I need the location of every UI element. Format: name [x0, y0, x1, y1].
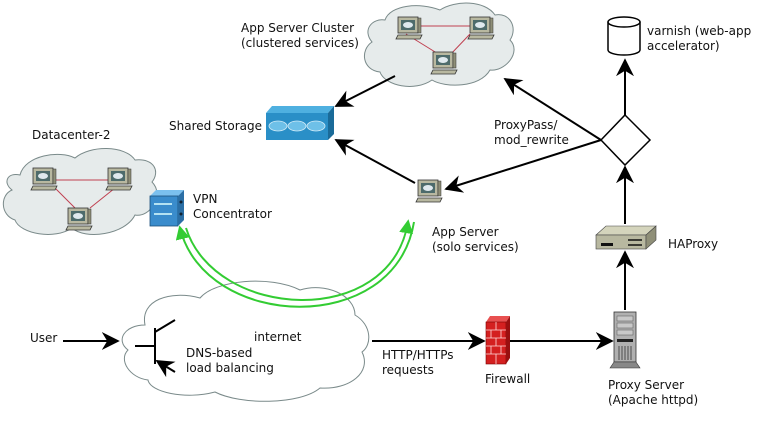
- firewall-icon: [485, 316, 510, 365]
- shared-storage-icon: [266, 106, 334, 140]
- app-server-label: App Server(solo services): [432, 225, 519, 254]
- cluster-pc-icon: [430, 51, 458, 75]
- proxypass-diamond: [599, 113, 652, 167]
- datacenter2-label: Datacenter-2: [32, 128, 111, 142]
- datacenter-pc-icon: [105, 167, 133, 191]
- proxy-server-label: Proxy Server(Apache httpd): [608, 378, 699, 407]
- cluster-cloud: [364, 2, 515, 87]
- proxypass-label: ProxyPass/mod_rewrite: [494, 118, 569, 147]
- cluster-pc-icon: [467, 16, 495, 40]
- haproxy-device-icon: [595, 225, 657, 250]
- connections: [63, 58, 634, 350]
- app-server-cluster-label: App Server Cluster(clustered services): [241, 21, 359, 50]
- internet-label: internet: [254, 330, 302, 344]
- app-server-icon: [415, 179, 443, 203]
- vpn-concentrator-icon: [149, 190, 184, 227]
- datacenter-pc-icon: [30, 167, 58, 191]
- cluster-pc-icon: [395, 16, 423, 40]
- shared-storage-label: Shared Storage: [169, 119, 263, 133]
- dns-load-balancer-symbol: [135, 319, 176, 378]
- haproxy-label: HAProxy: [668, 237, 719, 251]
- datacenter-pc-icon: [65, 207, 93, 231]
- datacenter2-cloud: [2, 148, 158, 235]
- varnish-cylinder-icon: [607, 16, 641, 56]
- internet-cloud: [121, 280, 370, 402]
- user-label: User: [30, 331, 58, 345]
- vpn-tunnel: [175, 219, 415, 308]
- proxy-server-tower-icon: [609, 311, 641, 369]
- firewall-label: Firewall: [485, 372, 531, 386]
